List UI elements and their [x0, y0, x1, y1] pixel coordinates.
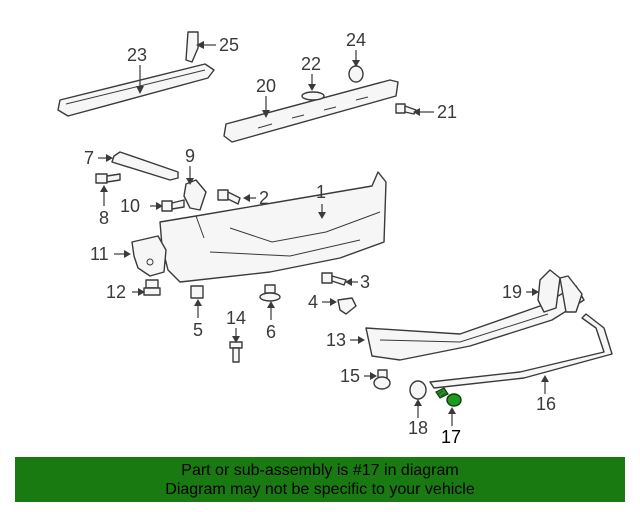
part-17-screw-highlighted[interactable]	[435, 387, 462, 407]
callout-23[interactable]: 23	[127, 45, 147, 65]
part-20-absorber[interactable]	[223, 79, 399, 143]
banner-line-1: Part or sub-assembly is #17 in diagram	[181, 462, 459, 479]
part-9-bracket[interactable]	[183, 179, 207, 211]
callout-14[interactable]: 14	[226, 308, 246, 328]
part-18-retainer[interactable]	[409, 380, 427, 400]
part-1-bumper-cover[interactable]	[159, 171, 387, 283]
callout-13[interactable]: 13	[326, 330, 346, 350]
parts-diagram: 1 2 3 4 5 6 7 8 9 10 11 12 13 14 15 16 1…	[57, 30, 613, 447]
callout-4[interactable]: 4	[308, 292, 318, 312]
part-23-reinforcement[interactable]	[57, 63, 215, 117]
part-22-clip[interactable]	[301, 91, 325, 101]
part-5-retainer[interactable]	[190, 285, 204, 299]
part-8-bolt[interactable]	[95, 173, 121, 184]
callout-18[interactable]: 18	[408, 418, 428, 438]
callout-17[interactable]: 17	[441, 427, 461, 447]
callout-19[interactable]: 19	[502, 282, 522, 302]
callout-20[interactable]: 20	[256, 76, 276, 96]
callout-25[interactable]: 25	[219, 35, 239, 55]
callout-10[interactable]: 10	[120, 196, 140, 216]
part-3-screw[interactable]	[321, 272, 347, 286]
part-16-molding[interactable]	[429, 313, 613, 389]
banner-line-2: Diagram may not be specific to your vehi…	[165, 481, 475, 498]
callout-7[interactable]: 7	[84, 148, 94, 168]
part-6-clip[interactable]	[259, 284, 281, 302]
part-25-bracket[interactable]	[185, 31, 199, 63]
callout-24[interactable]: 24	[346, 30, 366, 50]
callout-12[interactable]: 12	[106, 282, 126, 302]
callout-1[interactable]: 1	[316, 182, 326, 202]
callout-2[interactable]: 2	[259, 188, 269, 208]
part-14-screw[interactable]	[229, 341, 243, 363]
part-24-plug[interactable]	[348, 65, 364, 83]
info-banner: Part or sub-assembly is #17 in diagram D…	[15, 457, 625, 502]
part-4-fastener[interactable]	[337, 297, 357, 315]
callout-15[interactable]: 15	[340, 366, 360, 386]
part-12-clip[interactable]	[143, 279, 161, 296]
part-11-bracket[interactable]	[131, 235, 167, 277]
part-15-clip[interactable]	[373, 369, 391, 390]
part-2-bolt[interactable]	[217, 189, 241, 205]
callout-22[interactable]: 22	[301, 54, 321, 74]
callout-11[interactable]: 11	[90, 244, 109, 264]
callout-8[interactable]: 8	[99, 208, 109, 228]
callout-21[interactable]: 21	[437, 102, 457, 122]
callout-5[interactable]: 5	[193, 320, 203, 340]
callout-6[interactable]: 6	[266, 322, 276, 342]
callout-16[interactable]: 16	[536, 394, 556, 414]
part-7-strip[interactable]	[111, 151, 179, 181]
part-21-bolt[interactable]	[395, 103, 417, 115]
callout-3[interactable]: 3	[360, 272, 370, 292]
part-10-bolt[interactable]	[161, 199, 185, 212]
callout-9[interactable]: 9	[185, 146, 195, 166]
part-19-bracket[interactable]	[537, 269, 583, 313]
callout-labels: 1 2 3 4 5 6 7 8 9 10 11 12 13 14 15 16 1…	[84, 30, 556, 447]
leader-lines	[98, 41, 549, 426]
